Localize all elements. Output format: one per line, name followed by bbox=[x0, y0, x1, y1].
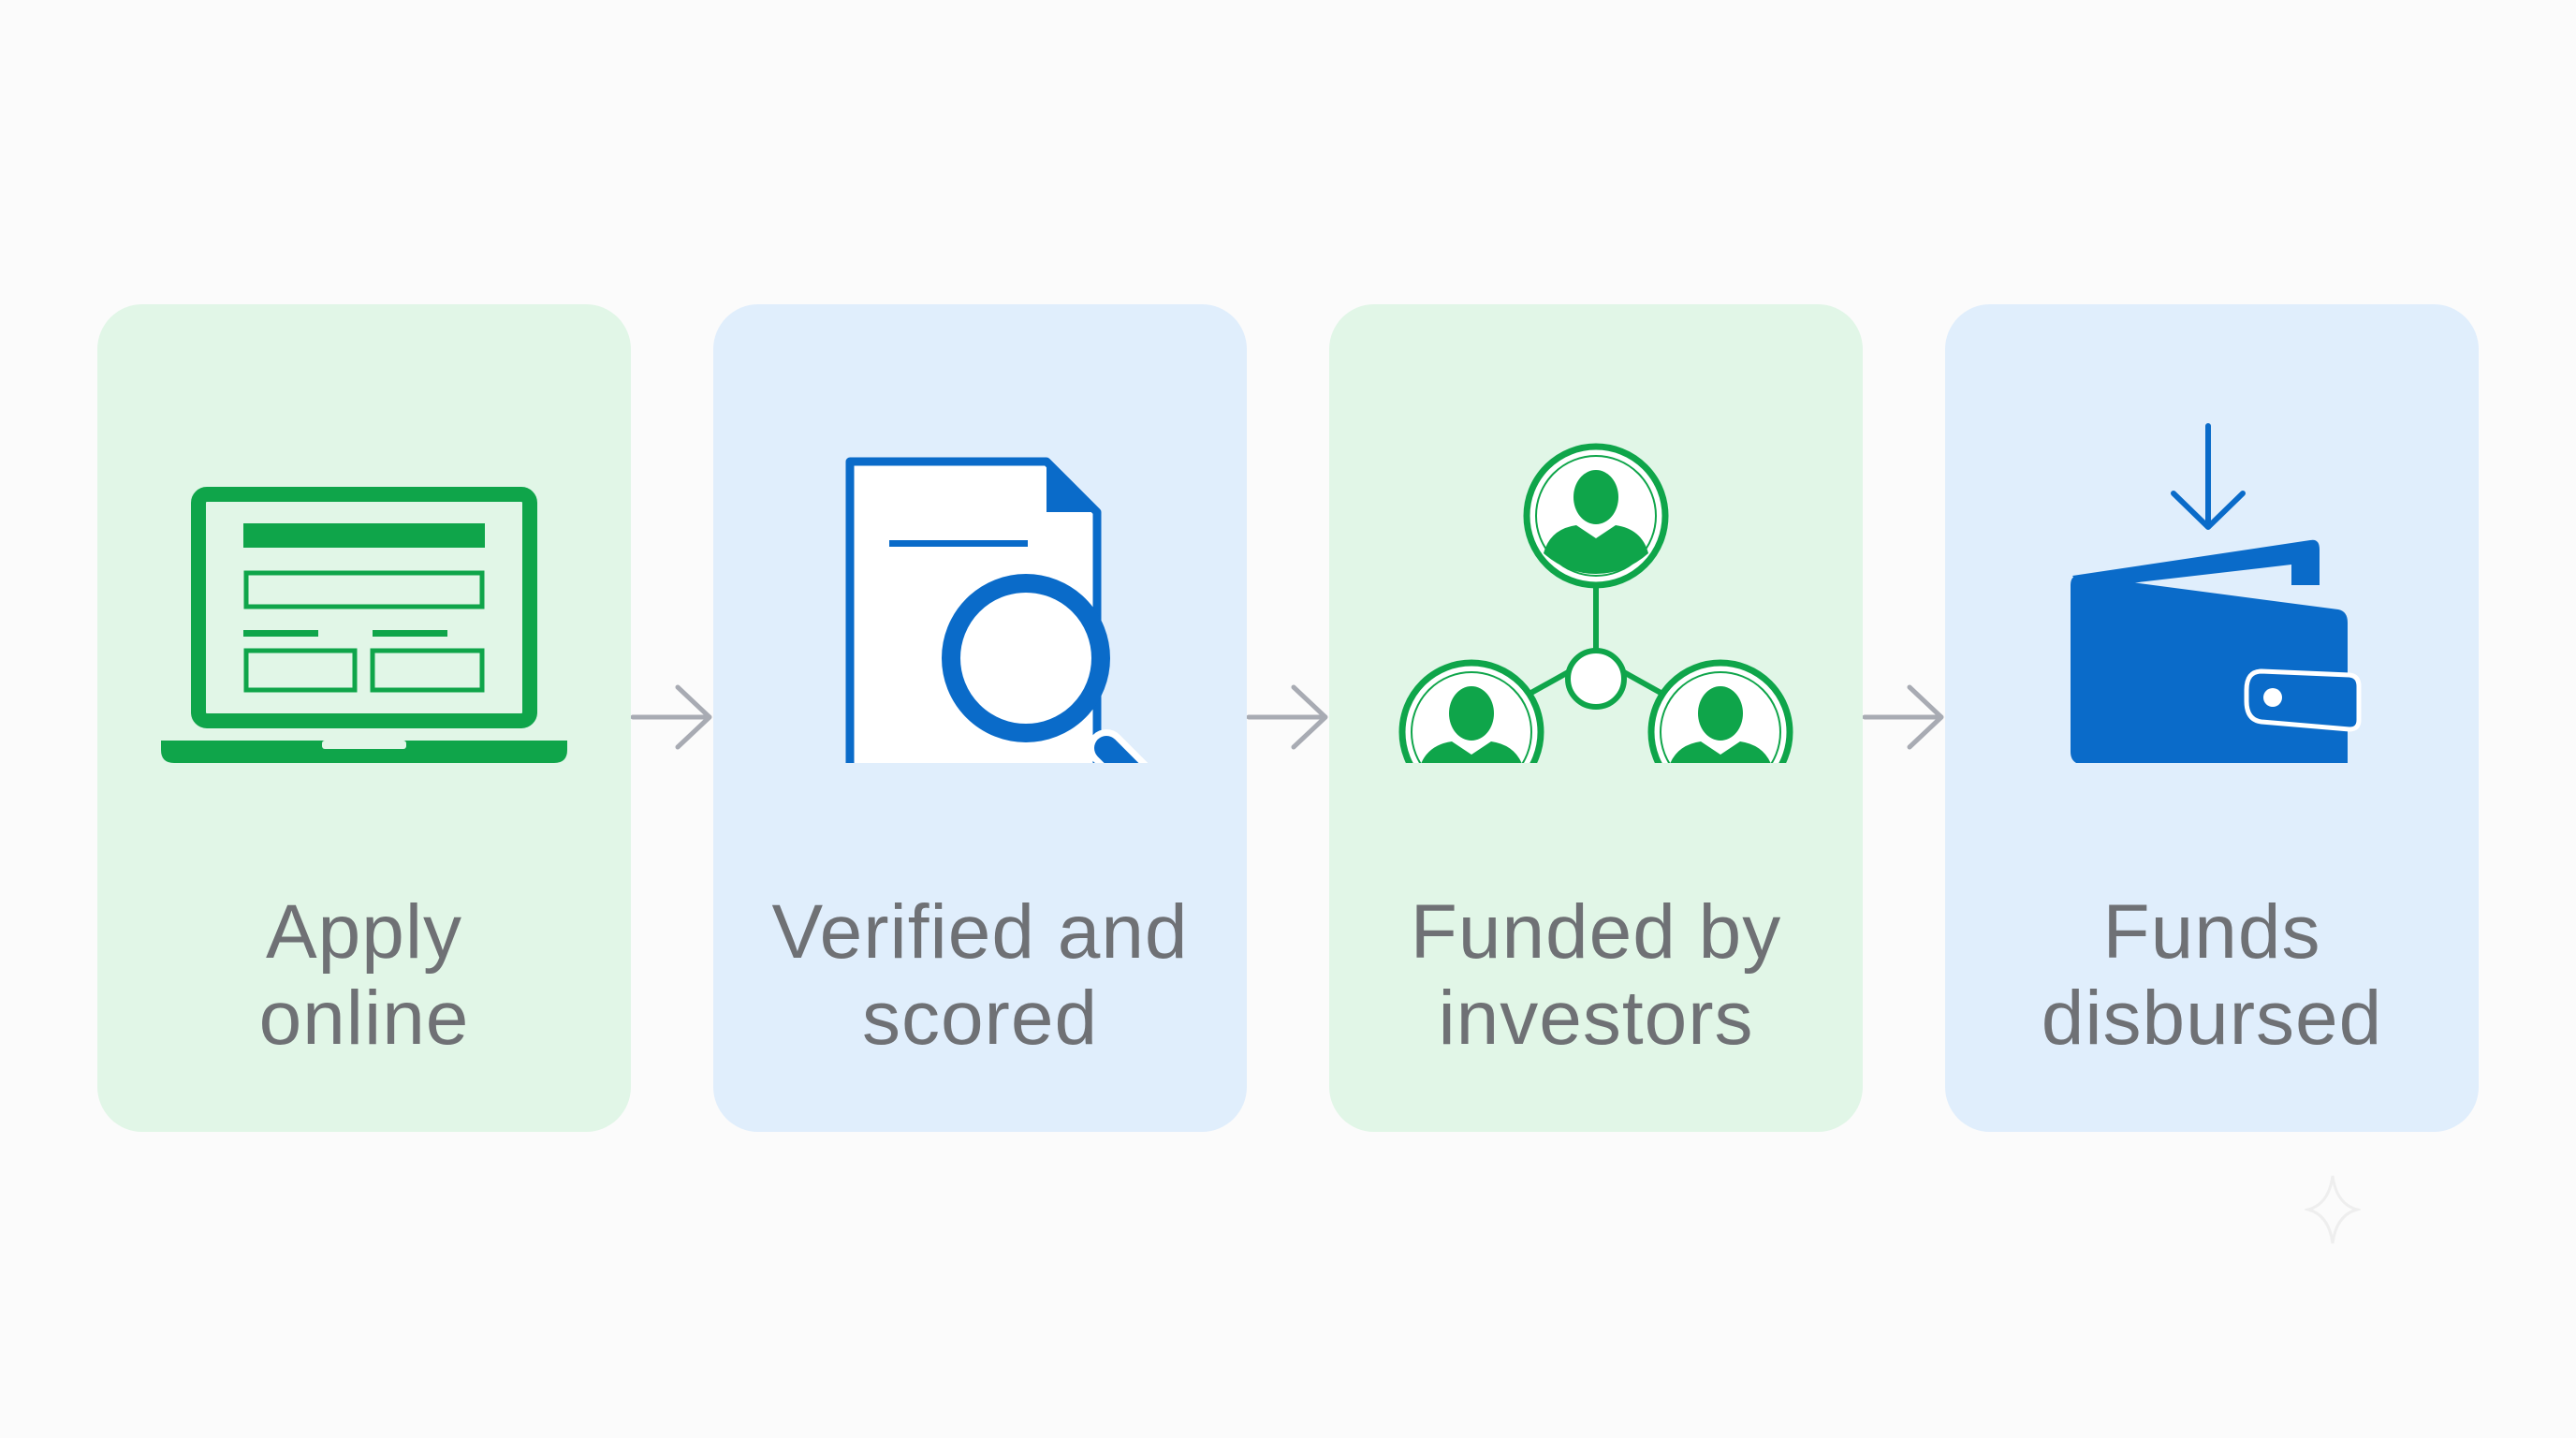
sparkle-icon bbox=[2305, 1175, 2361, 1244]
step-card-apply: Apply online bbox=[97, 304, 631, 1132]
investor-avatar-icon bbox=[1398, 659, 1544, 763]
investor-avatar-icon bbox=[1523, 443, 1669, 589]
step-label: Funded by investors bbox=[1410, 889, 1782, 1061]
investor-avatar-icon bbox=[1647, 659, 1793, 763]
arrow-right-icon bbox=[631, 684, 715, 750]
document-search-icon bbox=[713, 389, 1247, 763]
step-card-funded: Funded by investors bbox=[1329, 304, 1863, 1132]
step-label: Funds disbursed bbox=[2041, 889, 2383, 1061]
arrow-right-icon bbox=[1863, 684, 1947, 750]
laptop-form-icon bbox=[97, 389, 631, 763]
step-label: Apply online bbox=[258, 889, 470, 1061]
arrow-right-icon bbox=[1247, 684, 1331, 750]
step-label: Verified and scored bbox=[771, 889, 1189, 1061]
step-card-disbursed: Funds disbursed bbox=[1945, 304, 2479, 1132]
wallet-deposit-icon bbox=[1945, 389, 2479, 763]
step-card-verified: Verified and scored bbox=[713, 304, 1247, 1132]
investor-network-icon bbox=[1329, 389, 1863, 763]
